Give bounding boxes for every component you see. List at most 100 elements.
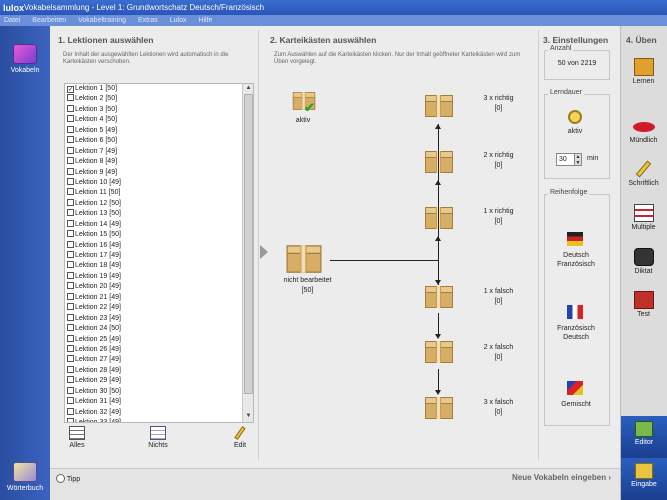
box-3x-richtig[interactable] xyxy=(425,95,453,117)
box-nicht-bearbeitet[interactable] xyxy=(286,245,322,273)
lesson-checkbox[interactable] xyxy=(67,271,74,279)
lesson-list-item[interactable]: Lektion 29 [49] xyxy=(65,376,253,386)
mode-multiple-button[interactable]: Multiple xyxy=(620,204,667,231)
lesson-list-item[interactable]: Lektion 28 [49] xyxy=(65,365,253,376)
lesson-list-item[interactable]: Lektion 10 [49] xyxy=(65,177,253,188)
clock-icon[interactable] xyxy=(568,110,582,124)
lesson-list-item[interactable]: Lektion 3 [50] xyxy=(65,104,253,115)
mode-lernen-button[interactable]: Lernen xyxy=(620,58,667,85)
order-de-fr[interactable]: Deutsch Französisch xyxy=(557,252,595,268)
lesson-list-item[interactable]: Lektion 32 [49] xyxy=(65,407,253,418)
lesson-list-item[interactable]: Lektion 27 [49] xyxy=(65,355,253,365)
mode-diktat-button[interactable]: Diktat xyxy=(620,248,667,275)
nav-vokabeln-button[interactable]: Vokabeln xyxy=(2,44,48,74)
select-none-button[interactable]: Nichts xyxy=(140,426,176,449)
lesson-checkbox[interactable] xyxy=(67,418,74,422)
box-2x-richtig[interactable] xyxy=(425,151,453,173)
mode-schriftlich-button[interactable]: Schriftlich xyxy=(620,160,667,187)
lesson-list-item[interactable]: Lektion 20 [49] xyxy=(65,282,253,292)
lesson-checkbox[interactable] xyxy=(67,355,74,363)
lesson-list-item[interactable]: Lektion 30 [50] xyxy=(65,386,253,397)
select-all-button[interactable]: Alles xyxy=(59,426,95,449)
lesson-checkbox[interactable] xyxy=(67,136,74,144)
scroll-thumb[interactable] xyxy=(244,94,253,394)
lesson-list-item[interactable]: Lektion 14 [49] xyxy=(65,219,253,230)
mode-muendlich-button[interactable]: Mündlich xyxy=(620,117,667,144)
lesson-checkbox[interactable] xyxy=(67,177,74,185)
lesson-checkbox[interactable] xyxy=(67,198,74,206)
lesson-list[interactable]: ✓Lektion 1 [50]Lektion 2 [50]Lektion 3 [… xyxy=(64,83,254,423)
lesson-list-item[interactable]: Lektion 23 [49] xyxy=(65,313,253,324)
menu-lulox[interactable]: Lulox xyxy=(169,17,187,24)
box-1x-richtig[interactable] xyxy=(425,207,453,229)
lesson-list-item[interactable]: Lektion 11 [50] xyxy=(65,188,253,198)
menu-extras[interactable]: Extras xyxy=(137,17,158,24)
scroll-down-icon[interactable]: ▼ xyxy=(245,413,252,419)
lesson-list-item[interactable]: Lektion 22 [49] xyxy=(65,303,253,313)
lesson-checkbox[interactable]: ✓ xyxy=(67,86,74,93)
lesson-checkbox[interactable] xyxy=(67,209,74,217)
menu-bearbeiten[interactable]: Bearbeiten xyxy=(32,17,67,24)
lesson-checkbox[interactable] xyxy=(67,282,74,290)
lesson-checkbox[interactable] xyxy=(67,344,74,352)
lesson-checkbox[interactable] xyxy=(67,125,74,133)
lesson-list-item[interactable]: Lektion 8 [49] xyxy=(65,157,253,167)
lesson-checkbox[interactable] xyxy=(67,157,74,165)
lesson-checkbox[interactable] xyxy=(67,313,74,321)
minutes-stepper[interactable]: ▲▼ xyxy=(574,153,582,166)
lesson-list-item[interactable]: Lektion 12 [50] xyxy=(65,198,253,209)
lesson-list-item[interactable]: Lektion 19 [49] xyxy=(65,271,253,282)
lesson-checkbox[interactable] xyxy=(67,303,74,311)
lesson-checkbox[interactable] xyxy=(67,230,74,238)
order-fr-de[interactable]: Französisch Deutsch xyxy=(557,325,595,341)
lesson-checkbox[interactable] xyxy=(67,115,74,123)
scroll-up-icon[interactable]: ▲ xyxy=(245,85,252,91)
lesson-list-item[interactable]: Lektion 2 [50] xyxy=(65,94,253,104)
lesson-checkbox[interactable] xyxy=(67,104,74,112)
lesson-checkbox[interactable] xyxy=(67,386,74,394)
new-vocab-link[interactable]: Neue Vokabeln eingeben › xyxy=(512,473,611,482)
editor-button[interactable]: Editor xyxy=(621,416,667,458)
expand-arrow-icon[interactable] xyxy=(260,245,268,259)
box-2x-falsch[interactable] xyxy=(425,341,453,363)
tipp-button[interactable]: Tipp xyxy=(56,474,80,483)
lesson-checkbox[interactable] xyxy=(67,407,74,415)
lesson-list-item[interactable]: Lektion 18 [49] xyxy=(65,261,253,271)
lesson-checkbox[interactable] xyxy=(67,324,74,332)
lesson-checkbox[interactable] xyxy=(67,188,74,196)
edit-lessons-button[interactable]: Edit xyxy=(222,426,258,449)
lesson-list-item[interactable]: Lektion 17 [49] xyxy=(65,251,253,261)
aktiv-toggle[interactable]: ✔ xyxy=(288,90,318,126)
menu-vokabeltraining[interactable]: Vokabeltraining xyxy=(78,17,126,24)
lesson-list-item[interactable]: Lektion 21 [49] xyxy=(65,292,253,303)
lesson-checkbox[interactable] xyxy=(67,167,74,175)
menu-hilfe[interactable]: Hilfe xyxy=(198,17,213,24)
lesson-list-item[interactable]: Lektion 16 [49] xyxy=(65,240,253,251)
mode-test-button[interactable]: Test xyxy=(620,291,667,318)
lesson-list-item[interactable]: ✓Lektion 1 [50] xyxy=(65,84,253,94)
lesson-list-item[interactable]: Lektion 31 [49] xyxy=(65,397,253,407)
nav-woerterbuch-button[interactable]: Wörterbuch xyxy=(2,462,48,492)
lesson-list-item[interactable]: Lektion 4 [50] xyxy=(65,115,253,125)
lesson-checkbox[interactable] xyxy=(67,94,74,102)
lesson-list-item[interactable]: Lektion 13 [50] xyxy=(65,209,253,219)
lesson-checkbox[interactable] xyxy=(67,251,74,258)
lesson-list-item[interactable]: Lektion 9 [49] xyxy=(65,167,253,178)
lesson-checkbox[interactable] xyxy=(67,292,74,300)
lesson-checkbox[interactable] xyxy=(67,219,74,227)
flag-de-fr-icon[interactable] xyxy=(567,232,583,246)
lesson-list-item[interactable]: Lektion 15 [50] xyxy=(65,230,253,240)
lesson-checkbox[interactable] xyxy=(67,365,74,373)
lesson-list-item[interactable]: Lektion 26 [49] xyxy=(65,344,253,355)
flag-fr-de-icon[interactable] xyxy=(567,305,583,319)
lesson-checkbox[interactable] xyxy=(67,240,74,248)
lesson-list-item[interactable]: Lektion 25 [49] xyxy=(65,334,253,345)
lesson-checkbox[interactable] xyxy=(67,261,74,269)
lesson-list-item[interactable]: Lektion 7 [49] xyxy=(65,146,253,157)
order-gemischt[interactable]: Gemischt xyxy=(561,401,591,408)
lesson-list-item[interactable]: Lektion 5 [49] xyxy=(65,125,253,136)
box-3x-falsch[interactable] xyxy=(425,397,453,419)
eingabe-button[interactable]: Eingabe xyxy=(621,458,667,500)
flag-mixed-icon[interactable] xyxy=(567,381,583,395)
lesson-checkbox[interactable] xyxy=(67,376,74,384)
